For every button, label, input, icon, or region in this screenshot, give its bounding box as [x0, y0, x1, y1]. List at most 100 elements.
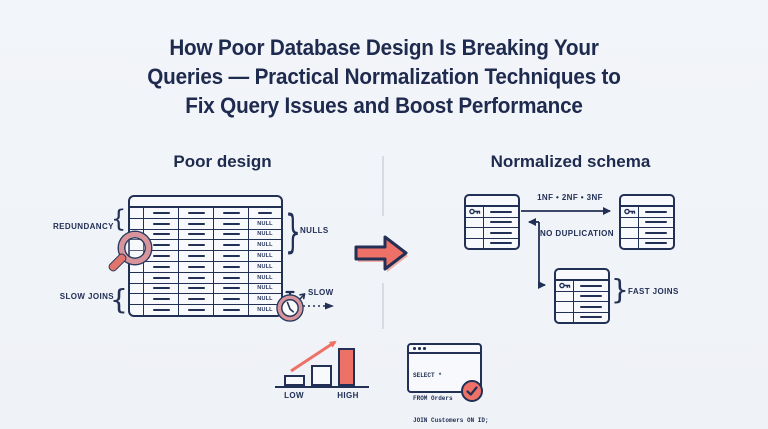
code-line: JOIN Customers ON ID;: [413, 417, 489, 424]
id-cell: [556, 312, 574, 322]
key-icon: [623, 208, 635, 215]
title-line-3: Fix Query Issues and Boost Performance: [185, 93, 583, 118]
redundancy-label: REDUNDANCY: [53, 222, 114, 231]
row-id-cell: [130, 219, 143, 229]
field-dash: [187, 211, 205, 214]
data-cell: [143, 218, 178, 229]
null-cell: NULL: [248, 229, 281, 240]
data-cell: [639, 228, 673, 238]
table-header-band: [466, 196, 518, 207]
field-dash: [580, 284, 602, 287]
slow-label: SLOW: [308, 288, 334, 297]
data-cell: [639, 218, 673, 228]
field-dash: [152, 276, 170, 279]
id-cell: [621, 238, 639, 248]
low-label: LOW: [284, 391, 304, 400]
page-title: How Poor Database Design Is Breaking You…: [23, 33, 745, 120]
field-dash: [222, 255, 240, 258]
stopwatch-icon: [276, 290, 306, 322]
window-title-bar: [409, 345, 480, 354]
normalized-schema-heading: Normalized schema: [490, 152, 651, 171]
id-cell: [621, 228, 639, 238]
cost-bar-chart: [275, 340, 371, 388]
data-cell: [248, 208, 281, 218]
data-cell: [213, 229, 248, 240]
null-cell: NULL: [248, 251, 281, 261]
data-cell: [178, 261, 213, 272]
table-row: [556, 301, 608, 312]
key-icon: [558, 282, 570, 289]
table-row: [130, 208, 281, 218]
table-header-band: [556, 270, 608, 281]
table-row: [556, 290, 608, 301]
data-cell: [574, 281, 608, 291]
data-cell: [484, 228, 518, 238]
field-dash: [152, 265, 170, 268]
table-row: [556, 281, 608, 291]
field-dash: [187, 276, 205, 279]
table-row: [621, 216, 673, 228]
row-id-cell: [130, 305, 143, 315]
data-cell: [574, 302, 608, 312]
data-cell: [213, 261, 248, 272]
field-dash: [490, 210, 512, 213]
data-cell: [213, 251, 248, 261]
field-dash: [490, 221, 512, 224]
nulls-label: NULLS: [300, 226, 329, 235]
field-dash: [222, 222, 240, 225]
data-cell: [143, 294, 178, 305]
table-header-band: [621, 196, 673, 207]
id-cell: [621, 217, 639, 227]
field-dash: [152, 298, 170, 301]
id-cell: [556, 291, 574, 301]
code-line: FROM Orders: [413, 394, 453, 402]
table-row: NULL: [130, 304, 281, 315]
poor-design-heading: Poor design: [173, 152, 272, 171]
data-cell: [178, 294, 213, 305]
data-cell: [639, 207, 673, 217]
table-row: NULL: [130, 239, 281, 251]
field-dash: [222, 233, 240, 236]
section-divider: [382, 283, 384, 329]
id-cell: [466, 217, 484, 227]
data-cell: [213, 272, 248, 283]
data-cell: [213, 305, 248, 315]
schema-arrows: [521, 207, 611, 289]
growth-arrow-icon: [290, 340, 337, 373]
data-cell: [574, 313, 608, 323]
data-cell: [639, 239, 673, 249]
null-cell: NULL: [248, 272, 281, 283]
high-label: HIGH: [337, 391, 359, 400]
field-dash: [580, 295, 602, 298]
data-cell: [143, 283, 178, 294]
field-dash: [222, 265, 240, 268]
field-dash: [152, 222, 170, 225]
field-dash: [187, 233, 205, 236]
table-row: [556, 311, 608, 323]
table-row: NULL: [130, 217, 281, 229]
data-cell: [213, 294, 248, 305]
table-row: [466, 207, 518, 217]
field-dash: [152, 211, 170, 214]
field-dash: [222, 287, 240, 290]
title-line-2: Queries — Practical Normalization Techni…: [147, 64, 621, 89]
row-id-cell: [130, 208, 143, 218]
field-dash: [187, 244, 205, 247]
normalized-table-right: [619, 194, 675, 250]
id-cell: [466, 228, 484, 238]
bar-mid: [311, 365, 332, 386]
id-cell: [556, 302, 574, 312]
table-row: [621, 207, 673, 217]
bar-high: [338, 348, 355, 386]
row-id-cell: [130, 294, 143, 304]
fast-joins-brace: }: [611, 273, 629, 306]
magnifier-icon: [106, 232, 151, 274]
slow-joins-brace: {: [110, 283, 128, 316]
no-duplication-label: NO DUPLICATION: [540, 229, 614, 238]
data-cell: [178, 283, 213, 294]
code-line: SELECT *: [413, 372, 442, 379]
data-cell: [484, 207, 518, 217]
table-row: NULL: [130, 260, 281, 272]
